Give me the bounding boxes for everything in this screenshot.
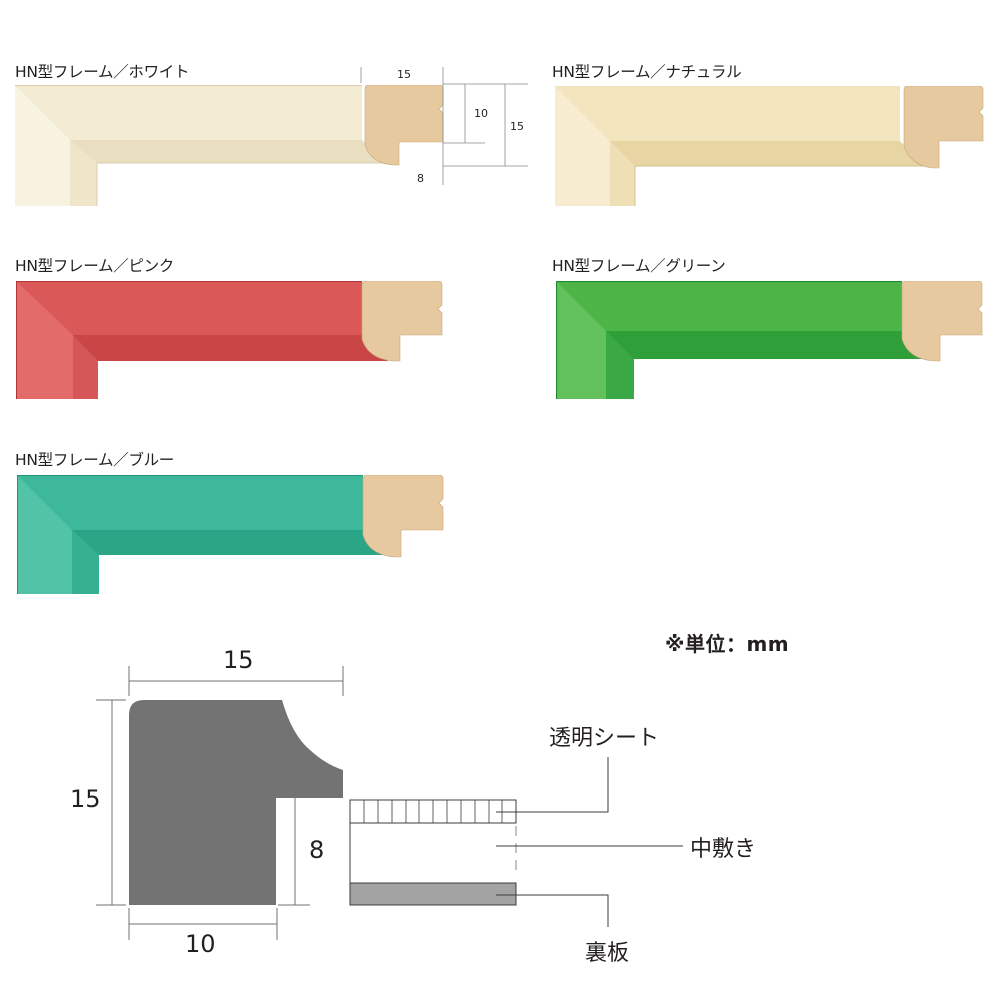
dim-height-label: 15: [70, 785, 101, 813]
frame-profile: [129, 700, 343, 905]
frame-sample-natural: [555, 86, 984, 206]
dim-width-label: 15: [223, 646, 254, 674]
frame-sample-blue: [17, 475, 444, 594]
label-back-board: 裏板: [585, 941, 630, 966]
cross-section-diagram: [96, 666, 683, 940]
frame-title-green: HN型フレーム／グリーン: [552, 257, 726, 275]
frame-sample-green: [556, 281, 983, 399]
frame-title-natural: HN型フレーム／ナチュラル: [552, 63, 742, 81]
dim-base-width-label: 10: [185, 930, 216, 958]
unit-note: ※単位：mm: [665, 632, 790, 656]
dim-height-rabbet: 10: [474, 107, 488, 120]
clear-sheet-layer: [349, 799, 517, 824]
dim-width-top: 15: [397, 68, 411, 81]
dim-rabbet-depth-label: 8: [309, 836, 325, 864]
frame-title-pink: HN型フレーム／ピンク: [15, 257, 174, 275]
frame-title-white: HN型フレーム／ホワイト: [15, 63, 190, 81]
dim-rabbet-width: 8: [417, 172, 424, 185]
wood-cross-section: [361, 281, 443, 362]
frame-sample-pink: [16, 281, 443, 399]
label-mat: 中敷き: [690, 837, 757, 862]
label-clear-sheet: 透明シート: [549, 726, 660, 751]
back-board-layer: [349, 882, 517, 906]
dim-height-total: 15: [510, 120, 524, 133]
wood-cross-section: [901, 281, 983, 362]
wood-cross-section: [362, 475, 444, 558]
dimension-lines: [360, 67, 528, 185]
frame-sample-white: [15, 85, 444, 206]
frame-title-blue: HN型フレーム／ブルー: [15, 451, 174, 469]
wood-cross-section: [903, 86, 984, 169]
